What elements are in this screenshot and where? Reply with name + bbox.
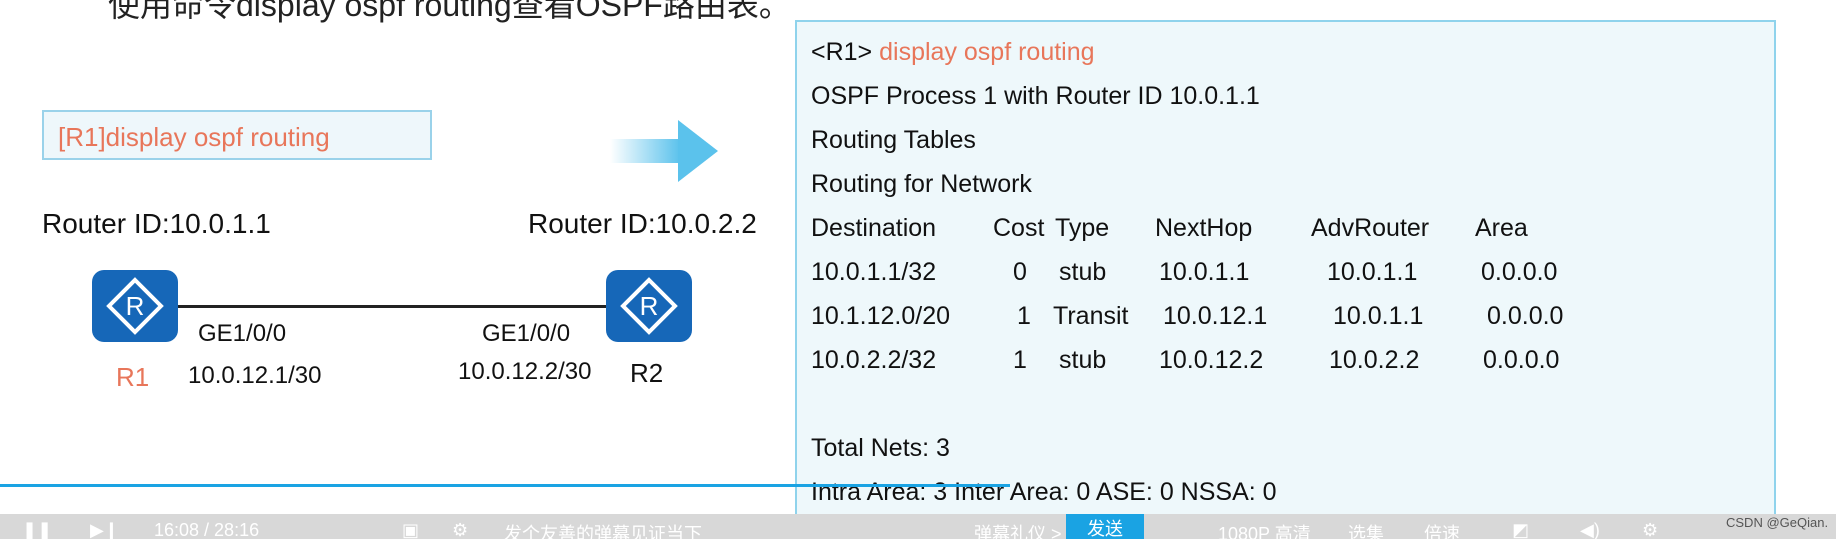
pause-icon[interactable]: ❚❚ bbox=[22, 520, 53, 540]
episodes-button[interactable]: 选集 bbox=[1348, 524, 1384, 544]
row2-nexthop: 10.0.12.1 bbox=[1163, 302, 1268, 330]
router-r2-icon: R bbox=[606, 270, 692, 342]
slide-heading: 使用命令display ospf routing查看OSPF路由表。 bbox=[108, 0, 791, 23]
cli-command-line: <R1> display ospf routing bbox=[811, 38, 1095, 67]
player-control-bar bbox=[0, 514, 1836, 539]
col-nexthop: NextHop bbox=[1155, 214, 1253, 242]
row2-type: Transit bbox=[1053, 302, 1129, 330]
routing-tables-label: Routing Tables bbox=[811, 126, 976, 154]
row2-area: 0.0.0.0 bbox=[1487, 302, 1564, 330]
subtitle-icon[interactable]: ◩ bbox=[1512, 520, 1530, 540]
speed-button[interactable]: 倍速 bbox=[1424, 524, 1460, 544]
router-r1-icon: R bbox=[92, 270, 178, 342]
link-line bbox=[176, 305, 610, 308]
cli-command: display ospf routing bbox=[879, 38, 1095, 66]
progress-bar[interactable] bbox=[0, 484, 1010, 487]
col-destination: Destination bbox=[811, 214, 937, 242]
col-advrouter: AdvRouter bbox=[1311, 214, 1430, 242]
next-icon[interactable]: ▶❙ bbox=[90, 520, 119, 540]
right-arrow-icon bbox=[610, 118, 720, 189]
row3-advrouter: 10.0.2.2 bbox=[1329, 346, 1420, 374]
r1-ip: 10.0.12.1/30 bbox=[188, 362, 322, 389]
command-box-text: [R1]display ospf routing bbox=[58, 122, 330, 152]
row1-nexthop: 10.0.1.1 bbox=[1159, 258, 1250, 286]
send-button[interactable]: 发送 bbox=[1066, 514, 1144, 539]
r2-router-id: Router ID:10.0.2.2 bbox=[528, 208, 757, 239]
danmaku-etiquette-link[interactable]: 弹幕礼仪 > bbox=[974, 524, 1062, 544]
settings-icon[interactable]: ⚙ bbox=[1642, 520, 1659, 540]
row3-type: stub bbox=[1059, 346, 1107, 374]
row2-cost: 1 bbox=[1017, 302, 1031, 330]
watermark: CSDN @GeQian. bbox=[1726, 515, 1829, 530]
area-summary: Intra Area: 3 Inter Area: 0 ASE: 0 NSSA:… bbox=[811, 478, 1277, 506]
cli-prompt: <R1> bbox=[811, 38, 873, 66]
svg-text:R: R bbox=[640, 291, 659, 321]
process-line: OSPF Process 1 with Router ID 10.0.1.1 bbox=[811, 82, 1260, 110]
r1-router-id: Router ID:10.0.1.1 bbox=[42, 208, 271, 239]
total-nets: Total Nets: 3 bbox=[811, 434, 950, 462]
row2-advrouter: 10.0.1.1 bbox=[1333, 302, 1424, 330]
col-area: Area bbox=[1475, 214, 1528, 242]
row3-cost: 1 bbox=[1013, 346, 1027, 374]
quality-button[interactable]: 1080P 高清 bbox=[1218, 524, 1311, 544]
command-box: [R1]display ospf routing bbox=[42, 110, 432, 160]
cli-output-panel: <R1> display ospf routing OSPF Process 1… bbox=[795, 20, 1776, 522]
svg-text:R: R bbox=[126, 291, 145, 321]
row3-area: 0.0.0.0 bbox=[1483, 346, 1560, 374]
r2-name: R2 bbox=[630, 358, 664, 388]
col-type: Type bbox=[1055, 214, 1110, 242]
r1-name: R1 bbox=[116, 362, 150, 392]
row1-type: stub bbox=[1059, 258, 1107, 286]
danmaku-settings-icon[interactable]: ⚙ bbox=[452, 520, 469, 540]
time-display: 16:08 / 28:16 bbox=[154, 520, 260, 540]
row3-destination: 10.0.2.2/32 bbox=[811, 346, 937, 374]
volume-icon[interactable]: ◀) bbox=[1580, 520, 1600, 540]
r2-ip: 10.0.12.2/30 bbox=[458, 358, 592, 385]
danmaku-toggle-icon[interactable]: ▣ bbox=[402, 520, 420, 540]
row2-destination: 10.1.12.0/20 bbox=[811, 302, 951, 330]
row1-cost: 0 bbox=[1013, 258, 1027, 286]
r1-interface: GE1/0/0 bbox=[198, 320, 287, 347]
row1-advrouter: 10.0.1.1 bbox=[1327, 258, 1418, 286]
row1-area: 0.0.0.0 bbox=[1481, 258, 1558, 286]
row3-nexthop: 10.0.12.2 bbox=[1159, 346, 1264, 374]
danmaku-input[interactable]: 发个友善的弹幕见证当下 bbox=[504, 524, 702, 544]
routing-for-network-label: Routing for Network bbox=[811, 170, 1032, 198]
row1-destination: 10.0.1.1/32 bbox=[811, 258, 937, 286]
col-cost: Cost bbox=[993, 214, 1045, 242]
r2-interface: GE1/0/0 bbox=[482, 320, 571, 347]
